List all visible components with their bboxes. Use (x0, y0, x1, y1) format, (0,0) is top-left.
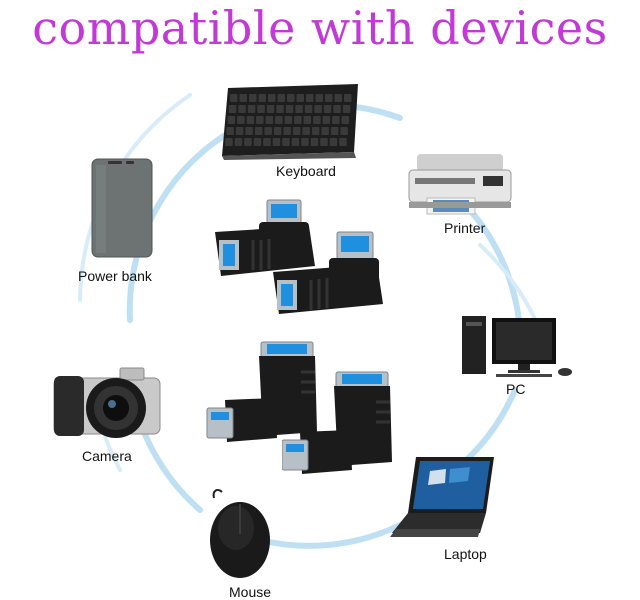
keyboard-key (254, 127, 263, 135)
keyboard-key (245, 127, 253, 135)
keyboard-key (230, 94, 238, 102)
keyboard-key (313, 116, 321, 124)
keyboard-icon (222, 84, 358, 160)
printer-icon (408, 154, 512, 215)
keyboard-key (315, 94, 323, 102)
keyboard-key (263, 138, 271, 146)
keyboard-key (227, 116, 236, 124)
keyboard-key (256, 116, 264, 124)
keyboard-key (340, 127, 348, 135)
keyboard-key (239, 94, 247, 102)
keyboard-key (246, 116, 255, 124)
keyboard-key (235, 127, 244, 135)
keyboard-key (264, 127, 272, 135)
keyboard-key (341, 116, 350, 124)
keyboard-key (282, 138, 290, 146)
pc-label: PC (506, 381, 526, 397)
keyboard-key (333, 105, 341, 113)
usb-up-angle-adapter-icon (282, 371, 392, 474)
keyboard-key (284, 116, 293, 124)
keyboard-key (323, 105, 332, 113)
mouse-icon (210, 489, 270, 578)
headline: compatible with devices (32, 1, 608, 55)
keyboard-key (342, 105, 351, 113)
keyboard-key (268, 94, 276, 102)
mouse-label: Mouse (229, 584, 272, 600)
keyboard-key (344, 94, 352, 102)
keyboard-key (226, 127, 234, 135)
keyboard-key (272, 138, 281, 146)
keyboard-key (320, 138, 328, 146)
keyboard-key (234, 138, 243, 146)
keyboard-key (275, 116, 283, 124)
keyboard-key (273, 127, 282, 135)
keyboard-key (247, 105, 256, 113)
keyboard-key (322, 116, 331, 124)
keyboard-key (292, 127, 301, 135)
keyboard-key (266, 105, 275, 113)
keyboard-key (296, 94, 304, 102)
keyboard-key (302, 127, 310, 135)
keyboard-key (228, 105, 237, 113)
desktop-pc-icon (462, 316, 572, 377)
keyboard-key (301, 138, 309, 146)
keyboard-key (285, 105, 294, 113)
keyboard-key (249, 94, 257, 102)
laptop-label: Laptop (444, 546, 487, 562)
keyboard-key (303, 116, 312, 124)
keyboard-key (276, 105, 284, 113)
keyboard-key (339, 138, 347, 146)
keyboard-key (304, 105, 313, 113)
keyboard-key (244, 138, 252, 146)
keyboard-key (325, 94, 333, 102)
keyboard-key (277, 94, 285, 102)
camera-icon (53, 367, 161, 438)
keyboard-key (295, 105, 303, 113)
keyboard-key (265, 116, 274, 124)
keyboard-key (258, 94, 266, 102)
keyboard-key (287, 94, 295, 102)
usb-right-angle-adapter-icon (215, 199, 315, 276)
keyboard-key (225, 138, 233, 146)
keyboard-key (329, 138, 338, 146)
keyboard-key (330, 127, 339, 135)
keyboard-key (306, 94, 314, 102)
keyboard-key (332, 116, 340, 124)
keyboard-key (294, 116, 302, 124)
keyboard-key (321, 127, 329, 135)
keyboard-key (310, 138, 319, 146)
keyboard-key (257, 105, 265, 113)
keyboard-key (253, 138, 262, 146)
keyboard-label: Keyboard (276, 163, 336, 179)
usb-up-angle-adapter-icon (206, 341, 317, 442)
camera-label: Camera (82, 448, 132, 464)
power-bank-label: Power bank (78, 268, 152, 284)
keyboard-key (283, 127, 291, 135)
keyboard-key (237, 116, 245, 124)
power-bank-icon (91, 158, 153, 258)
keyboard-key (291, 138, 300, 146)
usb-right-angle-adapter-icon (273, 231, 383, 314)
keyboard-key (238, 105, 246, 113)
keyboard-key (314, 105, 322, 113)
keyboard-key (334, 94, 342, 102)
keyboard-key (311, 127, 320, 135)
laptop-icon (390, 457, 494, 537)
printer-label: Printer (444, 220, 486, 236)
